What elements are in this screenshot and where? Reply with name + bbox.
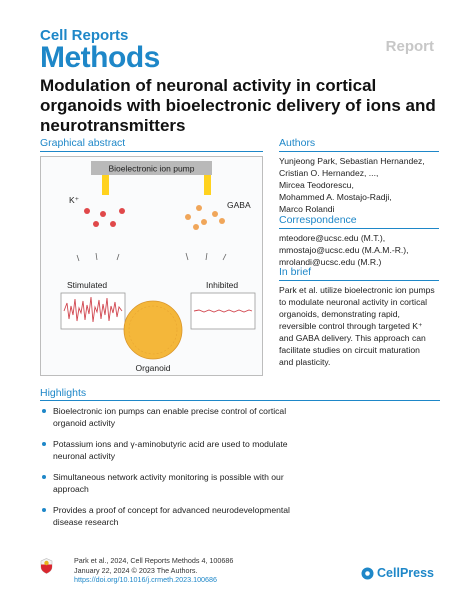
highlight-item: Provides a proof of concept for advanced… xyxy=(40,504,290,528)
crossmark-icon[interactable] xyxy=(40,558,53,574)
citation-line: Park et al., 2024, Cell Reports Methods … xyxy=(74,556,234,565)
copyright-line: January 22, 2024 © 2023 The Authors. xyxy=(74,565,198,575)
email-link[interactable]: mmostajo@ucsc.edu (M.A.M.-R.), xyxy=(279,245,409,255)
in-brief-line: Park et al. utilize bioelectronic ion pu… xyxy=(279,285,435,295)
gaba-molecules xyxy=(185,205,225,230)
in-brief-line: and plasticity. xyxy=(279,357,331,367)
highlight-text: Potassium ions and γ-aminobutyric acid a… xyxy=(53,439,288,461)
graphical-abstract-heading: Graphical abstract xyxy=(40,137,126,149)
bullet-icon xyxy=(42,442,46,446)
highlight-text: Bioelectronic ion pumps can enable preci… xyxy=(53,406,287,428)
authors-heading: Authors xyxy=(279,137,439,152)
stimulated-label: Stimulated xyxy=(67,280,107,290)
highlight-item: Bioelectronic ion pumps can enable preci… xyxy=(40,405,290,429)
journal-name-line1: Cell Reports xyxy=(40,27,129,44)
article-type: Report xyxy=(385,38,434,55)
organoid-label: Organoid xyxy=(136,363,171,373)
in-brief-line: and GABA delivery. This approach can xyxy=(279,333,426,343)
highlights-heading: Highlights xyxy=(40,387,87,399)
stimulated-trace xyxy=(63,296,123,323)
in-brief-line: to modulate neuronal activity in cortica… xyxy=(279,297,428,307)
email-link[interactable]: mteodore@ucsc.edu (M.T.), xyxy=(279,233,386,243)
authors-section: Authors Yunjeong Park, Sebastian Hernand… xyxy=(279,137,439,215)
potassium-label: K⁺ xyxy=(69,195,80,205)
potassium-ions xyxy=(84,208,125,227)
email-link[interactable]: mrolandi@ucsc.edu (M.R.) xyxy=(279,257,382,267)
pump-label: Bioelectronic ion pump xyxy=(109,164,195,174)
diffusion-lines xyxy=(76,252,227,262)
doi-link[interactable]: https://doi.org/10.1016/j.crmeth.2023.10… xyxy=(74,575,218,584)
in-brief-heading: In brief xyxy=(279,266,439,281)
citation-footer: Park et al., 2024, Cell Reports Methods … xyxy=(74,556,233,585)
section-divider xyxy=(40,151,263,152)
correspondence-section: Correspondence mteodore@ucsc.edu (M.T.),… xyxy=(279,214,439,268)
organoid-texture xyxy=(128,305,178,355)
publisher-name: CellPress xyxy=(377,566,434,580)
right-electrode xyxy=(204,175,211,195)
inhibited-label: Inhibited xyxy=(206,280,238,290)
authors-line: Yunjeong Park, Sebastian Hernandez, xyxy=(279,156,425,166)
authors-line: Marco Rolandi xyxy=(279,204,335,214)
bullet-icon xyxy=(42,508,46,512)
in-brief-line: reversible control through targeted K⁺ xyxy=(279,321,423,331)
highlight-item: Potassium ions and γ-aminobutyric acid a… xyxy=(40,438,290,462)
left-electrode xyxy=(102,175,109,195)
highlights-list: Bioelectronic ion pumps can enable preci… xyxy=(40,405,290,537)
journal-name-line2: Methods xyxy=(40,41,160,74)
in-brief-line: facilitate studies on circuit maturation xyxy=(279,345,420,355)
correspondence-heading: Correspondence xyxy=(279,214,439,229)
highlight-text: Simultaneous network activity monitoring… xyxy=(53,472,284,494)
bullet-icon xyxy=(42,475,46,479)
graphical-abstract-figure: Bioelectronic ion pump K⁺ GABA Stimulate… xyxy=(60,161,256,373)
in-brief-line: organoids, demonstrating rapid, xyxy=(279,309,400,319)
highlight-item: Simultaneous network activity monitoring… xyxy=(40,471,290,495)
gaba-label: GABA xyxy=(227,200,251,210)
authors-line: Mohammed A. Mostajo-Radji, xyxy=(279,192,392,202)
cellpress-icon xyxy=(361,567,374,579)
section-divider xyxy=(40,400,440,401)
journal-logo: Cell Reports Methods xyxy=(40,28,160,73)
ion-pump-bar xyxy=(91,161,212,175)
authors-line: Mircea Teodorescu, xyxy=(279,180,354,190)
bullet-icon xyxy=(42,409,46,413)
in-brief-section: In brief Park et al. utilize bioelectron… xyxy=(279,266,439,368)
graphical-abstract: Bioelectronic ion pump K⁺ GABA Stimulate… xyxy=(40,156,263,376)
inhibited-trace xyxy=(193,309,253,313)
highlight-text: Provides a proof of concept for advanced… xyxy=(53,505,290,527)
authors-line: Cristian O. Hernandez, ..., xyxy=(279,168,379,178)
publisher-logo: CellPress xyxy=(361,566,434,580)
organoid xyxy=(123,300,183,360)
article-title: Modulation of neuronal activity in corti… xyxy=(40,76,436,135)
